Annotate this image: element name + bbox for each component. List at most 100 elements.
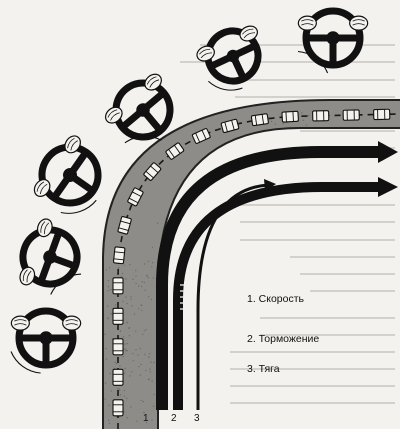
road-speckle	[118, 416, 121, 418]
road-speckle	[123, 264, 126, 266]
road-speckle	[119, 330, 122, 332]
road-speckle	[108, 404, 110, 407]
road-speckle	[126, 302, 128, 305]
band-number-3: 3	[194, 413, 200, 424]
legend: 1. Скорость 2. Торможение 3. Тяга	[247, 293, 319, 375]
road-speckle	[131, 305, 133, 307]
road-speckle	[121, 272, 124, 275]
road-speckle	[301, 112, 303, 114]
road-speckle	[108, 419, 110, 422]
road-speckle	[135, 330, 137, 332]
road-speckle	[115, 362, 118, 365]
road-speckle	[135, 282, 137, 285]
road-speckle	[150, 361, 152, 363]
road-speckle	[135, 349, 137, 351]
hand-icon	[144, 73, 162, 91]
road-speckle	[143, 263, 146, 265]
road-speckle	[104, 333, 106, 335]
road-speckle	[274, 123, 277, 125]
hand-icon	[196, 45, 215, 62]
braking-arrow-head	[378, 177, 398, 197]
road-speckle	[149, 371, 151, 373]
hand-icon	[239, 25, 258, 42]
road-speckle	[137, 285, 140, 287]
road-speckle	[140, 399, 143, 402]
hand-icon	[62, 315, 82, 331]
band-numbers: 1 2 3	[143, 413, 200, 424]
road-speckle	[125, 348, 127, 351]
car	[165, 142, 185, 160]
car	[112, 399, 124, 417]
band-number-2: 2	[171, 413, 177, 424]
road-speckle	[125, 296, 127, 298]
road-speckle	[149, 368, 151, 370]
road-speckle	[143, 330, 145, 332]
road-speckle	[270, 120, 273, 123]
road-speckle	[122, 336, 125, 338]
car	[117, 216, 132, 235]
road-speckle	[119, 365, 121, 367]
road-speckle	[110, 288, 112, 291]
hand-icon	[36, 218, 53, 238]
rotation-arrow-icon	[50, 273, 82, 295]
road-speckle	[124, 367, 126, 370]
road-speckle	[118, 388, 120, 390]
road-speckle	[129, 264, 131, 266]
car	[281, 110, 299, 123]
road-speckle	[133, 313, 136, 315]
road-speckle	[130, 406, 132, 408]
road-speckle	[143, 281, 145, 284]
road-speckle	[126, 417, 128, 419]
road-speckle	[106, 317, 109, 319]
car	[312, 110, 330, 122]
road-speckle	[109, 372, 111, 375]
road-speckle	[124, 343, 126, 345]
road-speckle	[132, 352, 134, 355]
road-speckle	[151, 380, 153, 382]
car	[112, 368, 124, 386]
rotation-arrow-icon	[297, 50, 329, 74]
road-speckle	[144, 289, 146, 291]
road-speckle	[106, 305, 109, 307]
road-speckle	[125, 278, 127, 280]
road-speckle	[148, 296, 150, 298]
rotation-arrow-icon	[208, 80, 243, 91]
road-speckle	[129, 375, 131, 377]
road-speckle	[105, 347, 107, 350]
speed-stripe	[156, 146, 378, 410]
car	[250, 113, 269, 127]
road-speckle	[130, 298, 132, 301]
band-number-1: 1	[143, 413, 149, 424]
road-speckle	[140, 285, 143, 288]
car	[191, 128, 211, 144]
legend-item-speed: 1. Скорость	[247, 293, 305, 305]
steering-wheel-icon	[297, 7, 369, 74]
road-speckle	[110, 390, 113, 392]
road-speckle	[145, 421, 148, 424]
road-speckle	[122, 356, 124, 358]
road-speckle	[119, 389, 121, 392]
road-inner-edge	[157, 127, 400, 429]
braking-stripe	[173, 182, 378, 410]
road-speckle	[126, 397, 128, 399]
road-speckle	[305, 124, 308, 126]
road-speckle	[114, 304, 117, 306]
road-speckle	[105, 358, 108, 360]
road-speckle	[108, 422, 111, 425]
road-speckle	[116, 388, 119, 390]
road-speckle	[123, 348, 125, 350]
road-speckle	[152, 405, 155, 407]
road-speckle	[143, 411, 145, 414]
speed-arrow-head	[378, 141, 398, 163]
road-speckle	[128, 326, 131, 329]
hand-icon	[10, 315, 30, 331]
car	[112, 307, 124, 325]
hand-icon	[64, 135, 81, 154]
road-speckle	[135, 275, 137, 278]
road-speckle	[135, 269, 137, 272]
car-track	[112, 108, 391, 417]
road-speckle	[153, 362, 155, 364]
road-speckle	[139, 347, 141, 350]
road-speckle	[147, 277, 149, 279]
